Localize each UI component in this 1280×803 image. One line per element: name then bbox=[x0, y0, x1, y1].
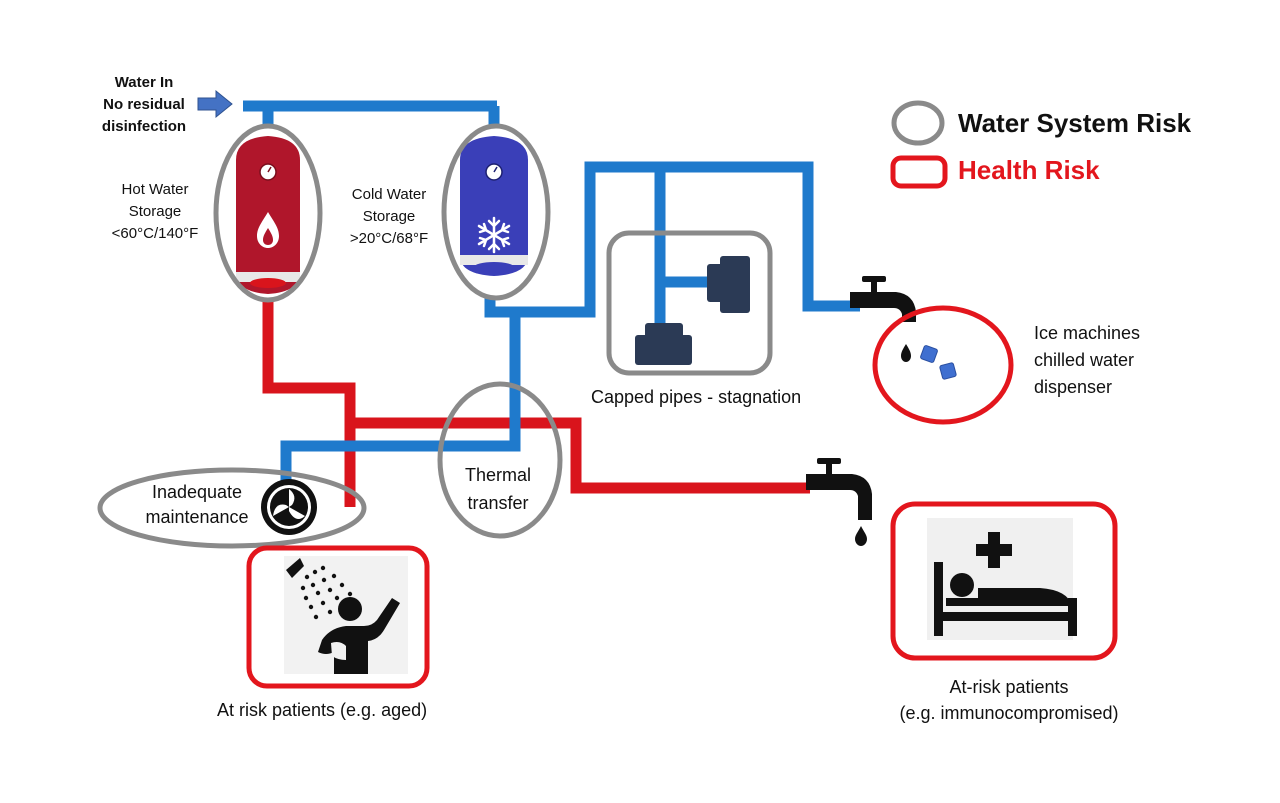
ice-cubes-icon bbox=[920, 345, 957, 380]
ice-machines-line1: Ice machines bbox=[1034, 323, 1141, 343]
cold-tank-risk-ellipse bbox=[441, 123, 551, 301]
legend-health-risk-label: Health Risk bbox=[958, 155, 1100, 185]
hot-water-tank bbox=[236, 136, 300, 294]
inadequate-maintenance-line1: Inadequate bbox=[151, 482, 243, 502]
water-in-line1: Water In bbox=[114, 74, 174, 91]
legend-health-risk-marker bbox=[890, 155, 948, 189]
ice-machines-line3: dispenser bbox=[1034, 377, 1113, 397]
health-risk-markers bbox=[246, 305, 1118, 689]
thermal-transfer-line1: Thermal bbox=[464, 465, 531, 485]
ice-machines-label: Ice machines chilled water dispenser bbox=[1034, 320, 1140, 401]
shower-person-icon bbox=[284, 556, 408, 674]
at-risk-immuno-line2: (e.g. immunocompromised) bbox=[899, 703, 1119, 723]
cold-storage-line3: >20°C/68°F bbox=[349, 230, 429, 247]
hot-storage-line1: Hot Water bbox=[121, 181, 189, 198]
valve-icon bbox=[261, 479, 317, 535]
hot-faucet-icon bbox=[806, 458, 872, 546]
legend-water-system-risk-label: Water System Risk bbox=[958, 108, 1192, 138]
cold-pipe-down bbox=[280, 312, 521, 482]
hot-storage-line3: <60°C/140°F bbox=[111, 225, 199, 242]
capped-pipes-risk-box bbox=[606, 230, 773, 376]
shower-risk-box bbox=[246, 545, 430, 689]
maintenance-risk-ellipse bbox=[97, 467, 367, 549]
at-risk-immuno-line1: At-risk patients bbox=[949, 677, 1069, 697]
thermal-transfer-label: Thermal transfer bbox=[446, 461, 550, 517]
capped-pipe-end-icon bbox=[635, 323, 692, 365]
ice-machines-line2: chilled water bbox=[1034, 350, 1135, 370]
thermal-transfer-risk-ellipse bbox=[437, 381, 563, 539]
water-in-line3: disinfection bbox=[101, 118, 187, 135]
hospital-bed-risk-box bbox=[890, 501, 1118, 661]
cold-water-tank bbox=[460, 136, 528, 276]
cold-storage-line1: Cold Water bbox=[351, 186, 427, 203]
cold-pipe-out bbox=[484, 161, 860, 318]
hot-storage-label: Hot Water Storage <60°C/140°F bbox=[100, 179, 210, 245]
flame-icon bbox=[257, 212, 279, 248]
ice-machine-risk-ellipse bbox=[872, 305, 1014, 425]
legend-water-system-risk-marker bbox=[891, 100, 945, 146]
capped-pipes-label: Capped pipes - stagnation bbox=[591, 387, 802, 407]
hot-tank-risk-ellipse bbox=[213, 123, 323, 303]
cold-storage-line2: Storage bbox=[362, 208, 416, 225]
cold-storage-label: Cold Water Storage >20°C/68°F bbox=[334, 184, 444, 250]
hospital-bed-icon bbox=[927, 518, 1077, 640]
snowflake-icon bbox=[477, 216, 511, 254]
water-in-arrow-icon bbox=[197, 89, 233, 119]
at-risk-aged-label: At risk patients (e.g. aged) bbox=[217, 700, 428, 720]
thermal-transfer-line2: transfer bbox=[467, 493, 529, 513]
water-system-risk-markers bbox=[97, 123, 773, 549]
water-in-line2: No residual bbox=[103, 96, 185, 113]
cold-pipes bbox=[243, 100, 860, 482]
at-risk-immuno-label: At-risk patients (e.g. immunocompromised… bbox=[874, 674, 1144, 726]
cold-faucet-icon bbox=[850, 276, 916, 362]
capped-pipe-side-icon bbox=[707, 256, 750, 313]
hot-storage-line2: Storage bbox=[128, 203, 182, 220]
inadequate-maintenance-line2: maintenance bbox=[145, 507, 249, 527]
legend bbox=[890, 100, 948, 189]
inadequate-maintenance-label: Inadequate maintenance bbox=[126, 480, 268, 530]
water-in-label: Water In No residual disinfection bbox=[94, 72, 194, 138]
